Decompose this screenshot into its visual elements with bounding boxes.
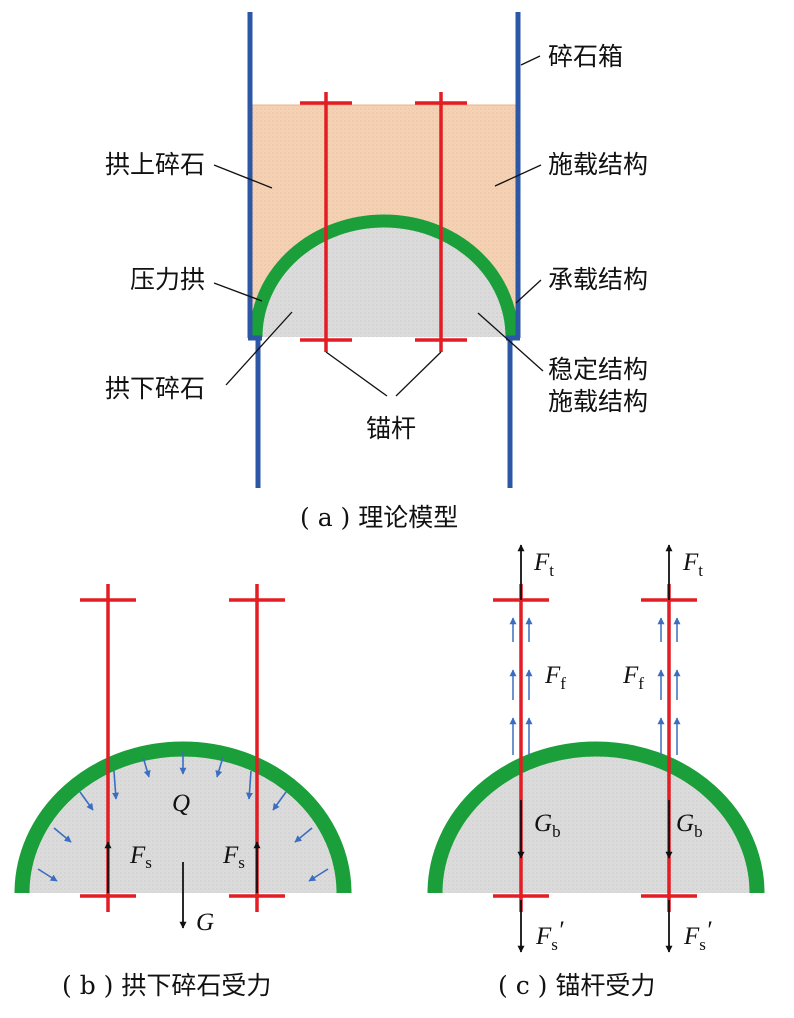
- symbol-Fs-prime-right-main: F: [683, 923, 700, 950]
- symbol-Fs-right-sub: s: [238, 853, 245, 872]
- label-bearing-structure: 承载结构: [548, 265, 648, 294]
- symbol-Fs-left-main: F: [129, 842, 146, 869]
- label-anchor-bolt: 锚杆: [366, 414, 416, 443]
- symbol-Fs-prime-left-prime: ′: [558, 917, 564, 944]
- symbol-Ft-right-sub: t: [698, 561, 703, 580]
- symbol-Ff-right: Ff: [622, 662, 644, 693]
- symbol-Gb-left: Gb: [534, 810, 561, 841]
- symbol-Fs-prime-right: Fs′: [683, 917, 712, 954]
- symbol-Ff-right-sub: f: [638, 674, 644, 693]
- leader-lines: [213, 55, 544, 397]
- caption-a: ( a ) 理论模型: [300, 503, 458, 532]
- label-loading-structure-2: 施载结构: [548, 387, 648, 416]
- friction-arrows-left: [509, 617, 533, 755]
- lower-gravel-region: [256, 221, 512, 337]
- arch-pressure-arrows: [37, 751, 329, 882]
- symbol-G: G: [196, 909, 214, 936]
- panel-b: Q Fs Fs G ( b ) 拱下碎石受力: [14, 584, 352, 1000]
- anchor-bolt-left: [300, 92, 352, 352]
- symbol-Ft-left-main: F: [533, 549, 550, 576]
- pressure-arch-b: [14, 741, 352, 894]
- friction-arrows-right: [657, 617, 681, 755]
- symbol-Fs-right-main: F: [222, 842, 239, 869]
- caption-b: ( b ) 拱下碎石受力: [62, 971, 271, 1000]
- symbol-Fs-right: Fs: [222, 842, 245, 872]
- symbol-Gb-left-sub: b: [552, 822, 561, 841]
- symbol-Ft-right-main: F: [682, 549, 699, 576]
- symbol-Ft-left: Ft: [533, 549, 554, 580]
- symbol-Gb-left-main: G: [534, 810, 552, 837]
- label-lower-gravel: 拱下碎石: [105, 374, 205, 403]
- pressure-arch: [249, 214, 519, 338]
- symbol-Gb-right: Gb: [676, 810, 703, 841]
- symbol-Ff-left-sub: f: [560, 674, 566, 693]
- label-loading-structure: 施载结构: [548, 150, 648, 179]
- label-upper-gravel: 拱上碎石: [105, 150, 205, 179]
- symbol-Ff-left-main: F: [544, 662, 561, 689]
- label-pressure-arch: 压力拱: [130, 265, 205, 294]
- panel-a: 碎石箱 拱上碎石 施载结构 压力拱 承载结构 拱下碎石 稳定结构 施载结构 锚杆…: [105, 12, 648, 532]
- symbol-Fs-prime-left-sub: s: [551, 935, 558, 954]
- symbol-Fs-prime-right-sub: s: [699, 935, 706, 954]
- anchor-bolt-right: [415, 92, 467, 352]
- lower-gravel-region-b: [22, 749, 344, 893]
- symbol-Fs-left-sub: s: [145, 853, 152, 872]
- symbol-Ft-left-sub: t: [549, 561, 554, 580]
- label-stabilizing-structure: 稳定结构: [548, 355, 648, 384]
- symbol-Q: Q: [172, 790, 190, 817]
- lower-gravel-region-c: [435, 749, 757, 893]
- symbol-Gb-right-sub: b: [694, 822, 703, 841]
- symbol-Fs-left: Fs: [129, 842, 152, 872]
- label-gravel-box: 碎石箱: [548, 42, 623, 71]
- panel-c: Ft Ft Ff Ff Gb Gb Fs′ Fs′ ( c ) 锚杆受力: [427, 544, 765, 1000]
- symbol-Fs-prime-left-main: F: [535, 923, 552, 950]
- symbol-Fs-prime-left: Fs′: [535, 917, 564, 954]
- symbol-Ff-right-main: F: [622, 662, 639, 689]
- caption-c: ( c ) 锚杆受力: [498, 971, 655, 1000]
- symbol-Fs-prime-right-prime: ′: [706, 917, 712, 944]
- pressure-arch-c: [427, 741, 765, 894]
- symbol-Gb-right-main: G: [676, 810, 694, 837]
- symbol-Ff-left: Ff: [544, 662, 566, 693]
- symbol-Ft-right: Ft: [682, 549, 703, 580]
